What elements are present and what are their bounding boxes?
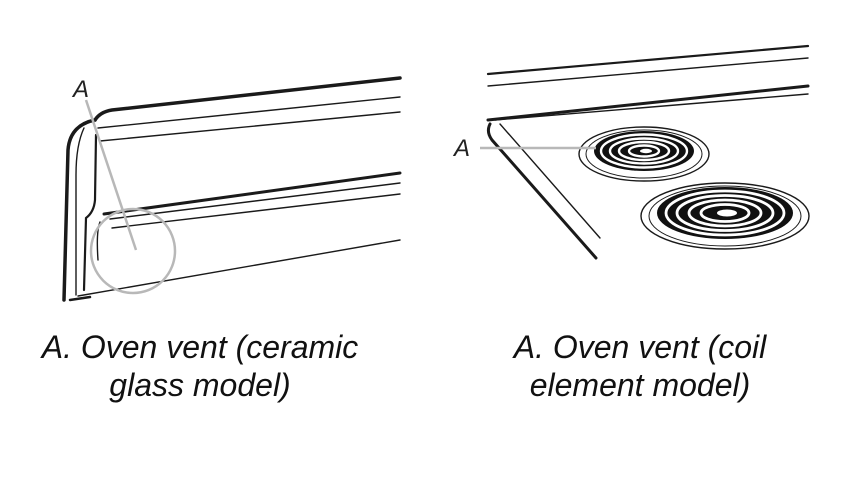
- ceramic-callout: [84, 99, 177, 295]
- coil-element-figure: [486, 44, 810, 260]
- caption-ceramic-line1: A. Oven vent (ceramic: [41, 329, 359, 365]
- caption-ceramic-glass: A. Oven vent (ceramic glass model): [0, 328, 400, 404]
- caption-ceramic-line2: glass model): [109, 367, 291, 403]
- caption-coil-line2: element model): [529, 367, 751, 403]
- caption-coil-element: A. Oven vent (coil element model): [440, 328, 840, 404]
- ceramic-glass-figure: [62, 76, 402, 302]
- callout-letter-right: A: [452, 135, 470, 162]
- caption-coil-line1: A. Oven vent (coil: [513, 329, 767, 365]
- coil-burner-front: [640, 182, 810, 250]
- coil-burner-rear: [578, 126, 710, 182]
- callout-letter-left: A: [71, 76, 89, 103]
